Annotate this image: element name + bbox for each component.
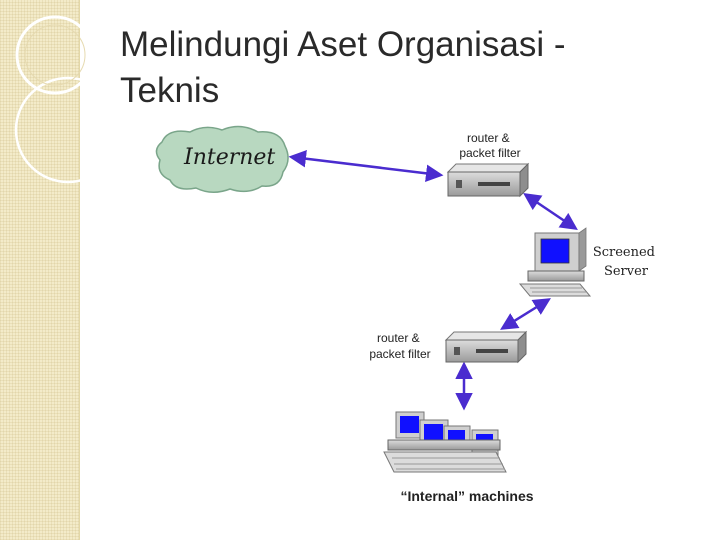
slide-title-line-2: Teknis <box>120 71 220 110</box>
decorative-circles <box>14 15 120 184</box>
server-label-line-2: Server <box>604 264 649 279</box>
router-1-label-line-1: router & <box>467 131 510 145</box>
router-1-icon <box>446 162 530 198</box>
internet-cloud: Internet <box>155 125 289 193</box>
slide-title: Melindungi Aset Organisasi - Teknis <box>120 22 680 114</box>
internal-machines-icon <box>383 411 507 473</box>
slide-title-line-1: Melindungi Aset Organisasi - <box>120 25 566 64</box>
screened-server-icon <box>518 227 592 297</box>
router-2-label: router & packet filter <box>369 331 430 361</box>
internet-label: Internet <box>183 145 275 170</box>
server-label-line-1: Screened <box>593 245 655 260</box>
router-1-label-line-2: packet filter <box>459 146 520 160</box>
arrow-server-router2 <box>500 298 551 330</box>
arrow-router1-server <box>523 193 578 230</box>
router-2-icon <box>444 330 528 364</box>
router-1-label: router & packet filter <box>459 131 520 160</box>
internal-machines-label: “Internal” machines <box>400 488 533 504</box>
router-2-label-line-1: router & <box>377 331 420 345</box>
router-2-label-line-2: packet filter <box>369 347 430 361</box>
arrow-internet-router1 <box>288 150 444 182</box>
server-label: Screened Server <box>593 245 659 279</box>
